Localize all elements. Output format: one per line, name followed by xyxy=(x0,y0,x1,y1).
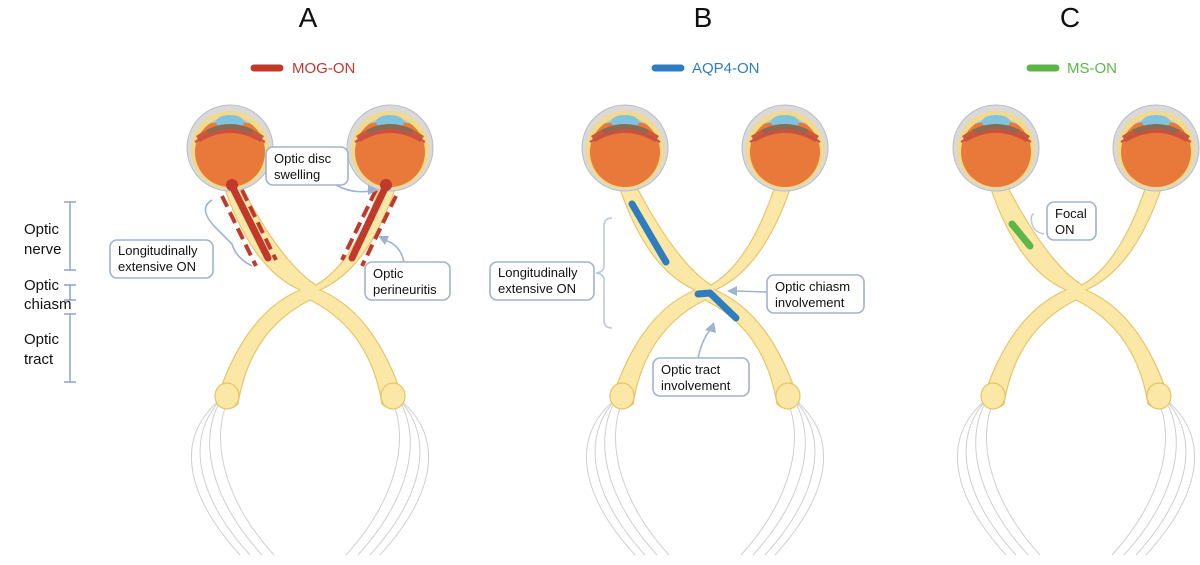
svg-text:Longitudinally: Longitudinally xyxy=(498,265,578,280)
panel-letter-a: A xyxy=(299,2,318,33)
label-optic-nerve-2: nerve xyxy=(24,241,62,258)
legend-label-mog: MOG-ON xyxy=(292,60,355,77)
svg-text:extensive ON: extensive ON xyxy=(498,281,576,296)
panel-b: B AQP4-ON Longitudi xyxy=(489,2,865,556)
panel-letter-b: B xyxy=(694,2,713,33)
optic-radiations-b xyxy=(585,397,825,556)
optic-radiations-c xyxy=(956,397,1196,556)
callout-longitudinally-extensive-b: Longitudinally extensive ON xyxy=(489,261,595,301)
svg-text:Focal: Focal xyxy=(1055,206,1087,221)
label-optic-tract-2: tract xyxy=(24,351,54,368)
legend-label-ms: MS-ON xyxy=(1067,60,1117,77)
ms-lesion xyxy=(1008,220,1034,250)
svg-text:involvement: involvement xyxy=(661,378,731,393)
side-labels: Optic nerve Optic chiasm Optic tract xyxy=(24,201,76,383)
callout-focal-on: Focal ON xyxy=(1030,201,1097,241)
callout-optic-perineuritis: Optic perineuritis xyxy=(364,236,451,301)
left-eye-b xyxy=(581,104,669,192)
legend-label-aqp4: AQP4-ON xyxy=(692,60,760,77)
label-optic-chiasm-1: Optic xyxy=(24,277,60,294)
svg-text:Optic disc: Optic disc xyxy=(274,151,332,166)
svg-text:extensive ON: extensive ON xyxy=(118,259,196,274)
callout-optic-tract-involvement: Optic tract involvement xyxy=(652,322,750,397)
left-eye-c xyxy=(952,104,1040,192)
mog-lesions xyxy=(220,179,398,267)
label-optic-tract-1: Optic xyxy=(24,331,60,348)
panel-a: A MOG-ON xyxy=(24,2,451,556)
right-eye-a xyxy=(346,104,434,192)
label-optic-nerve-1: Optic xyxy=(24,221,60,238)
svg-text:Longitudinally: Longitudinally xyxy=(118,243,198,258)
svg-text:Optic chiasm: Optic chiasm xyxy=(775,279,850,294)
optic-pathway-a xyxy=(214,179,406,410)
aqp4-lesions xyxy=(628,200,740,322)
callout-optic-disc-swelling: Optic disc swelling xyxy=(265,146,378,195)
svg-text:swelling: swelling xyxy=(274,167,320,182)
right-eye-b xyxy=(741,104,829,192)
optic-pathway-c xyxy=(980,179,1172,410)
brace-b xyxy=(595,217,613,329)
callout-longitudinally-extensive-a: Longitudinally extensive ON xyxy=(109,199,253,279)
label-optic-chiasm-2: chiasm xyxy=(24,296,72,313)
svg-text:Optic: Optic xyxy=(373,266,404,281)
right-eye-c xyxy=(1112,104,1200,192)
callout-optic-chiasm-involvement: Optic chiasm involvement xyxy=(727,274,865,314)
optic-radiations-a xyxy=(190,397,430,556)
panel-letter-c: C xyxy=(1060,2,1080,33)
svg-text:ON: ON xyxy=(1055,222,1075,237)
svg-text:Optic tract: Optic tract xyxy=(661,362,721,377)
svg-text:involvement: involvement xyxy=(775,295,845,310)
svg-text:perineuritis: perineuritis xyxy=(373,282,437,297)
panel-c: C MS-ON Focal ON xyxy=(952,2,1200,556)
left-eye-a xyxy=(186,104,274,192)
